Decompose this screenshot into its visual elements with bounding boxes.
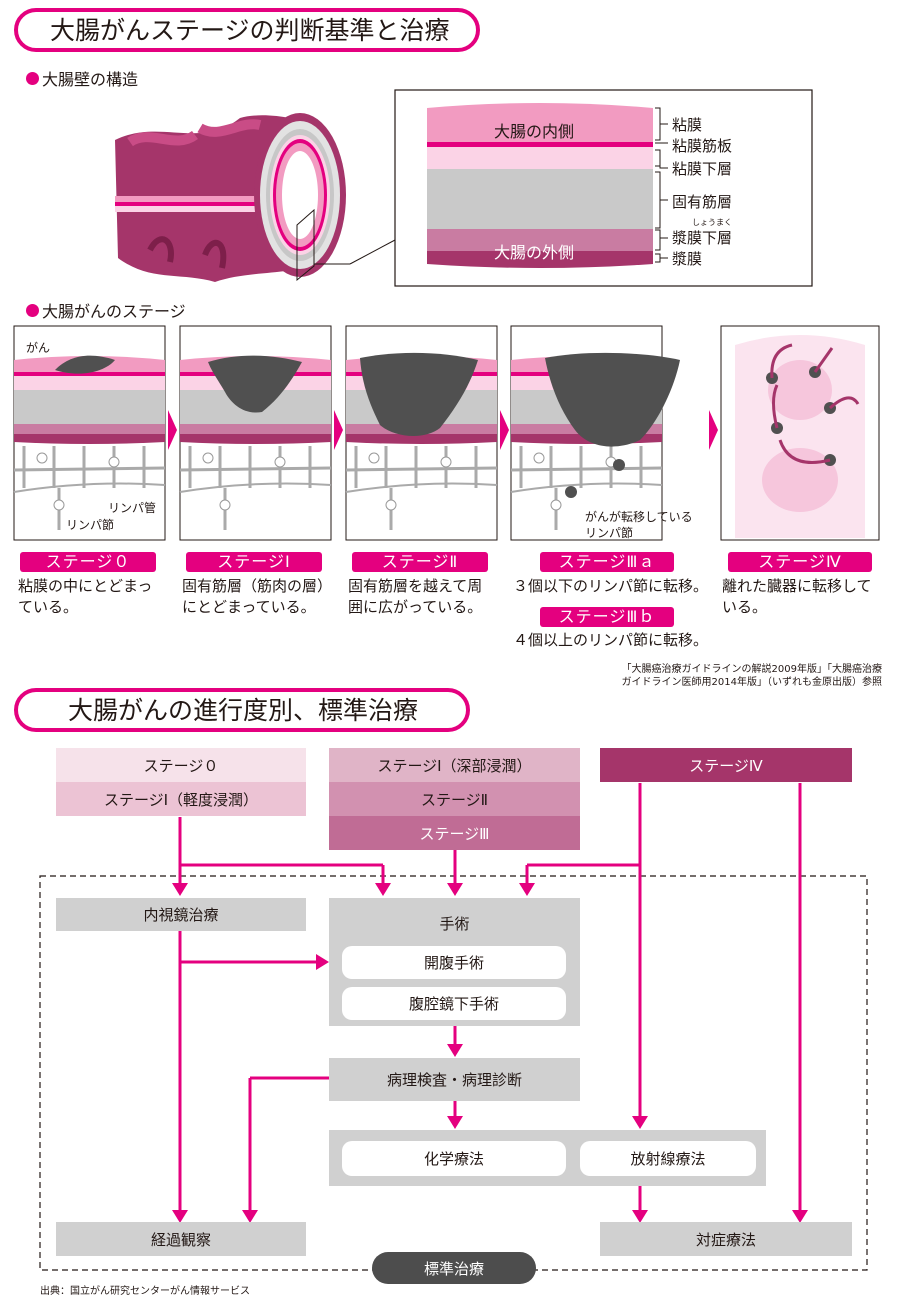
bullet-dot-icon	[26, 71, 39, 85]
layer-subserosa: 漿膜下層	[672, 229, 733, 247]
intestine-illustration	[115, 113, 396, 282]
stage-panel-3	[510, 325, 718, 541]
stage-0-label: ステージ０	[20, 552, 156, 572]
stage-panel-4	[720, 325, 880, 541]
layer-muscularis-propria: 固有筋層	[672, 193, 733, 211]
fc-stage3: ステージⅢ	[329, 816, 580, 850]
wall-structure-heading: 大腸壁の構造	[26, 66, 138, 90]
stage-1-desc-line2: にとどまっている。	[182, 598, 316, 616]
lymph-vessel-annotation: リンパ管	[108, 501, 157, 515]
stage-1-label: ステージⅠ	[186, 552, 322, 572]
lymph-node-annotation: リンパ節	[66, 518, 115, 532]
treatment-title: 大腸がんの進行度別、標準治療	[68, 695, 419, 725]
fc-open-surgery: 開腹手術	[342, 946, 566, 979]
fc-stage1-deep: ステージⅠ（深部浸潤）	[329, 748, 580, 782]
stage-3a-label: ステージⅢａ	[540, 552, 674, 572]
stage-4-desc: 離れた臓器に転移して いる。	[722, 576, 872, 618]
stage-0-desc: 粘膜の中にとどまっ ている。	[18, 576, 152, 618]
fc-endoscopic: 内視鏡治療	[56, 898, 306, 931]
stage-0-desc-line2: ている。	[18, 598, 79, 616]
citation: 「大腸癌治療ガイドラインの解説2009年版」「大腸癌治療 ガイドライン医師用20…	[622, 663, 882, 689]
stage-3b-desc: ４個以上のリンパ節に転移。	[513, 631, 709, 649]
stage-1-desc: 固有筋層（筋肉の層） にとどまっている。	[182, 576, 332, 618]
stage-2-desc: 固有筋層を越えて周 囲に広がっている。	[348, 576, 482, 618]
fc-palliative: 対症療法	[600, 1222, 852, 1256]
main-title-box: 大腸がんステージの判断基準と治療	[14, 8, 480, 52]
metastasis-annotation-2: リンパ節	[585, 526, 634, 540]
fc-stage0: ステージ０	[56, 748, 306, 782]
fc-radiation: 放射線療法	[580, 1141, 756, 1176]
fc-standard-label: 標準治療	[372, 1252, 536, 1284]
fc-laparoscopic: 腹腔鏡下手術	[342, 987, 566, 1020]
fc-stage4: ステージⅣ	[600, 748, 852, 782]
wall-heading-text: 大腸壁の構造	[42, 70, 139, 89]
flowchart-arrowheads	[172, 883, 808, 1223]
cancer-annotation: がん	[26, 341, 51, 355]
inner-side-label: 大腸の内側	[494, 122, 575, 141]
treatment-title-box: 大腸がんの進行度別、標準治療	[14, 688, 470, 732]
layer-ruby: しょうまく	[692, 218, 732, 227]
stage-0-desc-line1: 粘膜の中にとどまっ	[18, 577, 153, 595]
citation-line1: 「大腸癌治療ガイドラインの解説2009年版」「大腸癌治療	[621, 664, 882, 675]
stage-panel-2	[345, 325, 509, 541]
stage-panel-1	[179, 325, 343, 541]
fc-observation: 経過観察	[56, 1222, 306, 1256]
outer-side-label: 大腸の外側	[494, 243, 575, 262]
stage-1-desc-line1: 固有筋層（筋肉の層）	[182, 577, 333, 595]
stage-2-desc-line2: 囲に広がっている。	[348, 598, 483, 616]
stages-heading: 大腸がんのステージ	[26, 298, 186, 322]
main-title: 大腸がんステージの判断基準と治療	[50, 15, 450, 45]
layer-serosa: 漿膜	[672, 250, 703, 268]
stage-2-desc-line1: 固有筋層を越えて周	[348, 577, 483, 595]
citation-line2: ガイドライン医師用2014年版」（いずれも金原出版）参照	[621, 677, 882, 688]
layer-zoom-box	[394, 89, 813, 287]
fc-surgery-label: 手術	[439, 915, 470, 933]
layer-muscularis-mucosae: 粘膜筋板	[672, 137, 733, 155]
layer-submucosa: 粘膜下層	[672, 160, 733, 178]
source-text: 出典：国立がん研究センターがん情報サービス	[40, 1286, 250, 1297]
stage-4-desc-line2: いる。	[722, 598, 768, 616]
stage-3b-label: ステージⅢｂ	[540, 607, 674, 627]
metastasis-annotation-1: がんが転移している	[585, 510, 693, 524]
layer-mucosa: 粘膜	[672, 116, 703, 134]
stage-3a-desc: ３個以下のリンパ節に転移。	[513, 577, 709, 595]
stage-panels	[13, 325, 880, 541]
stage-2-label: ステージⅡ	[352, 552, 488, 572]
fc-pathology: 病理検査・病理診断	[329, 1058, 580, 1101]
stages-heading-text: 大腸がんのステージ	[42, 302, 186, 321]
stage-panel-0	[13, 325, 177, 541]
stage-4-label: ステージⅣ	[728, 552, 872, 572]
fc-stage2: ステージⅡ	[329, 782, 580, 816]
bullet-dot-icon	[26, 303, 39, 317]
fc-stage1-mild: ステージⅠ（軽度浸潤）	[56, 782, 306, 816]
fc-chemo: 化学療法	[342, 1141, 566, 1176]
stage-4-desc-line1: 離れた臓器に転移して	[722, 577, 872, 595]
flowchart-lines	[39, 783, 868, 1271]
